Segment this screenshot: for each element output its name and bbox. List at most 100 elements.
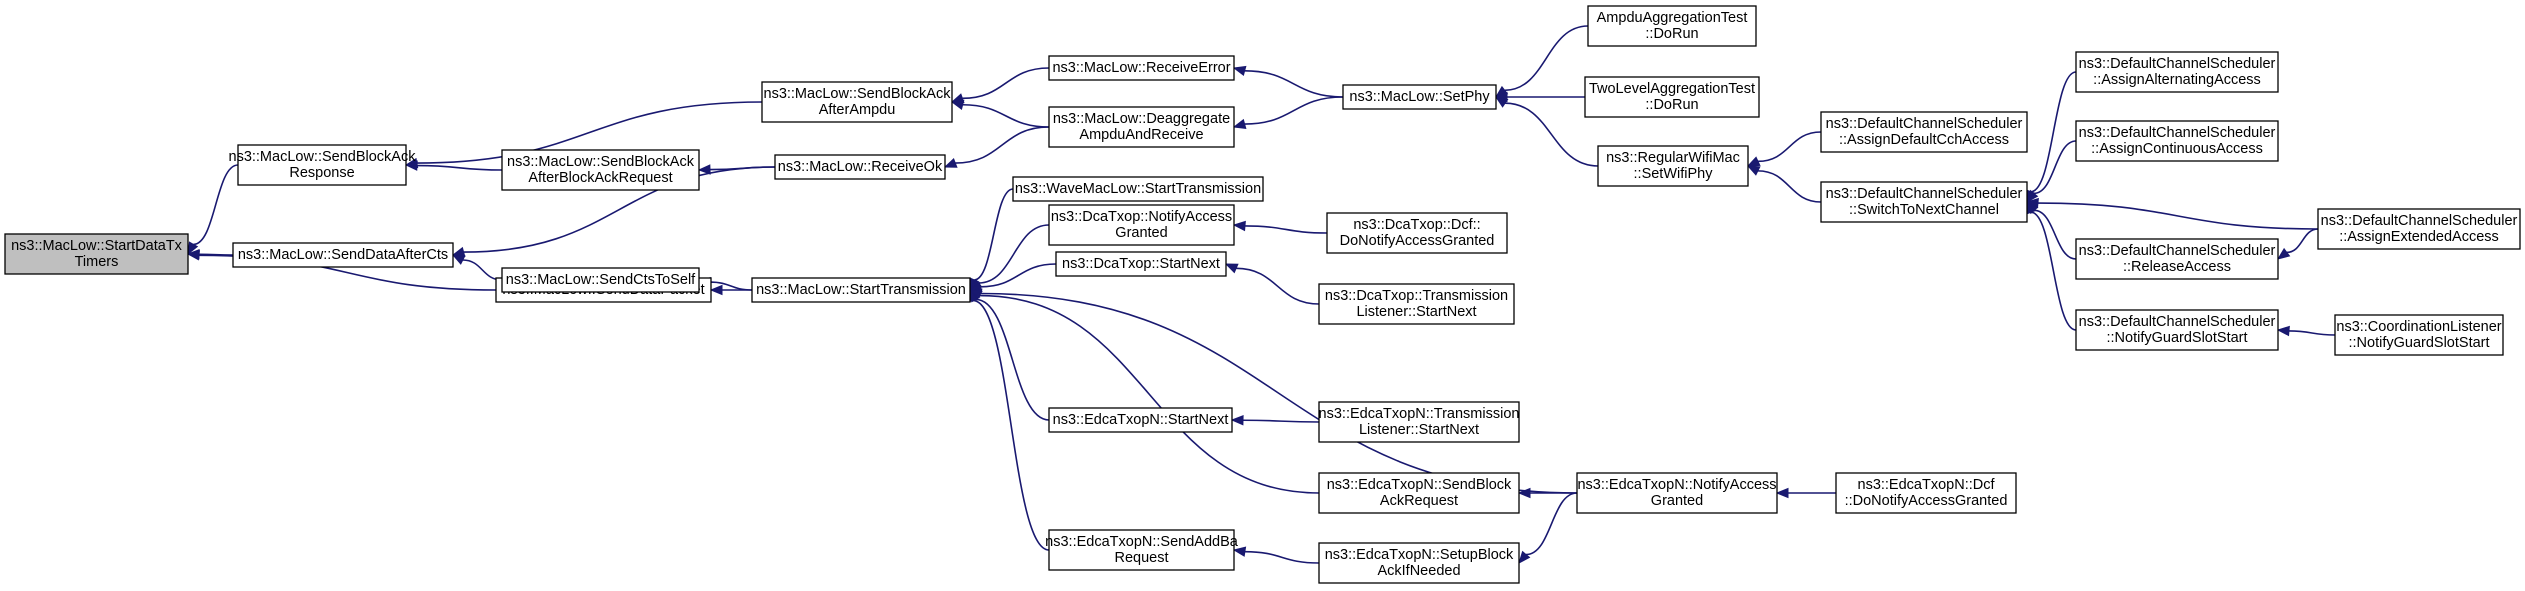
node-box[interactable] [1835,472,2017,514]
node-n26[interactable]: ns3::DefaultChannelScheduler::AssignDefa… [1820,111,2028,153]
node-box[interactable] [1318,283,1515,325]
node-n28[interactable]: ns3::EdcaTxopN::Dcf::DoNotifyAccessGrant… [1835,472,2017,514]
node-box[interactable] [1326,212,1508,254]
node-box[interactable] [1597,145,1749,187]
node-n14[interactable]: ns3::EdcaTxopN::StartNext [1048,407,1233,433]
node-n30[interactable]: ns3::DefaultChannelScheduler::AssignCont… [2075,120,2279,162]
node-box[interactable] [1012,176,1264,202]
node-box[interactable] [2317,208,2521,250]
node-label-line: AmpduAggregationTest [1597,10,1748,26]
node-box[interactable] [2075,238,2279,280]
node-n32[interactable]: ns3::DefaultChannelScheduler::NotifyGuar… [2075,309,2279,351]
edge-arrowhead [451,254,466,265]
node-box[interactable] [1587,5,1757,47]
node-label-line: ns3::DefaultChannelScheduler [1826,116,2023,132]
node-label-line: Granted [1115,225,1167,241]
node-box[interactable] [1055,251,1227,277]
node-box[interactable] [1576,472,1778,514]
node-n9[interactable]: ns3::MacLow::ReceiveError [1048,55,1235,81]
edge-arrowhead [1232,65,1247,77]
node-box[interactable] [1048,407,1233,433]
node-box[interactable] [1048,55,1235,81]
node-n12[interactable]: ns3::DcaTxop::NotifyAccessGranted [1048,204,1235,246]
node-n24[interactable]: ns3::RegularWifiMac::SetWifiPhy [1597,145,1749,187]
node-box[interactable] [2075,309,2279,351]
node-n29[interactable]: ns3::DefaultChannelScheduler::AssignAlte… [2075,51,2279,93]
edge-n23-to-n16 [1494,91,1585,103]
edge-line [1757,170,1822,203]
node-box[interactable] [2334,314,2504,356]
root-node-box[interactable] [4,233,189,275]
node-box[interactable] [1318,401,1520,443]
node-n2[interactable]: ns3::MacLow::SendDataAfterCts [232,242,454,268]
node-n7[interactable]: ns3::MacLow::ReceiveOk [774,154,946,180]
node-n23[interactable]: TwoLevelAggregationTest::DoRun [1584,76,1760,118]
node-box[interactable] [237,144,407,186]
node-box[interactable] [1048,106,1235,148]
edge-line [198,253,234,256]
node-box[interactable] [2075,51,2279,93]
node-box[interactable] [1820,181,2028,223]
node-n16[interactable]: ns3::MacLow::SetPhy [1342,84,1497,110]
node-box[interactable] [774,154,946,180]
node-label-line: ::AssignContinuousAccess [2091,141,2263,157]
node-box[interactable] [1820,111,2028,153]
edge-line [1757,131,1822,163]
node-label-line: ::ReleaseAccess [2123,259,2231,275]
node-n17[interactable]: ns3::DcaTxop::Dcf::DoNotifyAccessGranted [1326,212,1508,254]
node-n19[interactable]: ns3::EdcaTxopN::TransmissionListener::St… [1318,401,1520,443]
node-label-line: ns3::DefaultChannelScheduler [2079,56,2276,72]
node-n13[interactable]: ns3::DcaTxop::StartNext [1055,251,1227,277]
edge-line [2030,71,2077,193]
node-label-line: Timers [75,254,119,270]
node-box[interactable] [1342,84,1497,110]
edge-arrowhead [1746,156,1761,167]
node-label-line: ::SwitchToNextChannel [1849,202,1999,218]
node-box[interactable] [1318,472,1520,514]
node-label-line: ns3::DefaultChannelScheduler [2321,213,2518,229]
edge-arrowhead [2276,247,2291,260]
node-n31[interactable]: ns3::DefaultChannelScheduler::ReleaseAcc… [2075,238,2279,280]
edge-arrowhead [697,164,711,175]
edge-line [193,164,239,246]
edge-n6-to-n2 [451,254,503,281]
node-n18[interactable]: ns3::DcaTxop::TransmissionListener::Star… [1318,283,1515,325]
node-box[interactable] [1318,542,1520,584]
node-label-line: AckRequest [1380,493,1458,509]
node-n34[interactable]: ns3::CoordinationListener::NotifyGuardSl… [2334,314,2504,356]
node-n11[interactable]: ns3::WaveMacLow::StartTransmission [1012,176,1264,202]
edge-n1-to-n0 [187,164,239,256]
edge-line [980,263,1057,288]
edge-n22-to-n16 [1494,25,1589,98]
node-n27[interactable]: ns3::DefaultChannelScheduler::SwitchToNe… [1820,181,2028,223]
node-label-line: AckIfNeeded [1377,563,1460,579]
node-box[interactable] [1048,529,1235,571]
node-box[interactable] [232,242,454,268]
node-label-line: ns3::EdcaTxopN::SendAddBa [1045,534,1239,550]
edge-line [2286,228,2319,254]
node-n8[interactable]: ns3::MacLow::StartTransmission [751,277,971,303]
node-box[interactable] [761,81,953,123]
node-box[interactable] [501,149,700,191]
node-box[interactable] [1584,76,1760,118]
edge-line [1236,267,1320,305]
node-n5[interactable]: ns3::MacLow::SendBlockAckAfterBlockAckRe… [501,149,700,191]
node-n25[interactable]: ns3::EdcaTxopN::NotifyAccessGranted [1576,472,1778,514]
node-label-line: AfterBlockAckRequest [528,170,672,186]
node-box[interactable] [751,277,971,303]
node-label-line: ns3::MacLow::SendDataAfterCts [238,247,448,263]
edge-arrowhead [1775,487,1789,499]
node-n33[interactable]: ns3::DefaultChannelScheduler::AssignExte… [2317,208,2521,250]
node-box[interactable] [2075,120,2279,162]
node-box[interactable] [1048,204,1235,246]
node-box[interactable] [501,267,700,293]
node-n22[interactable]: AmpduAggregationTest::DoRun [1587,5,1757,47]
node-n6[interactable]: ns3::MacLow::SendCtsToSelf [501,267,700,293]
